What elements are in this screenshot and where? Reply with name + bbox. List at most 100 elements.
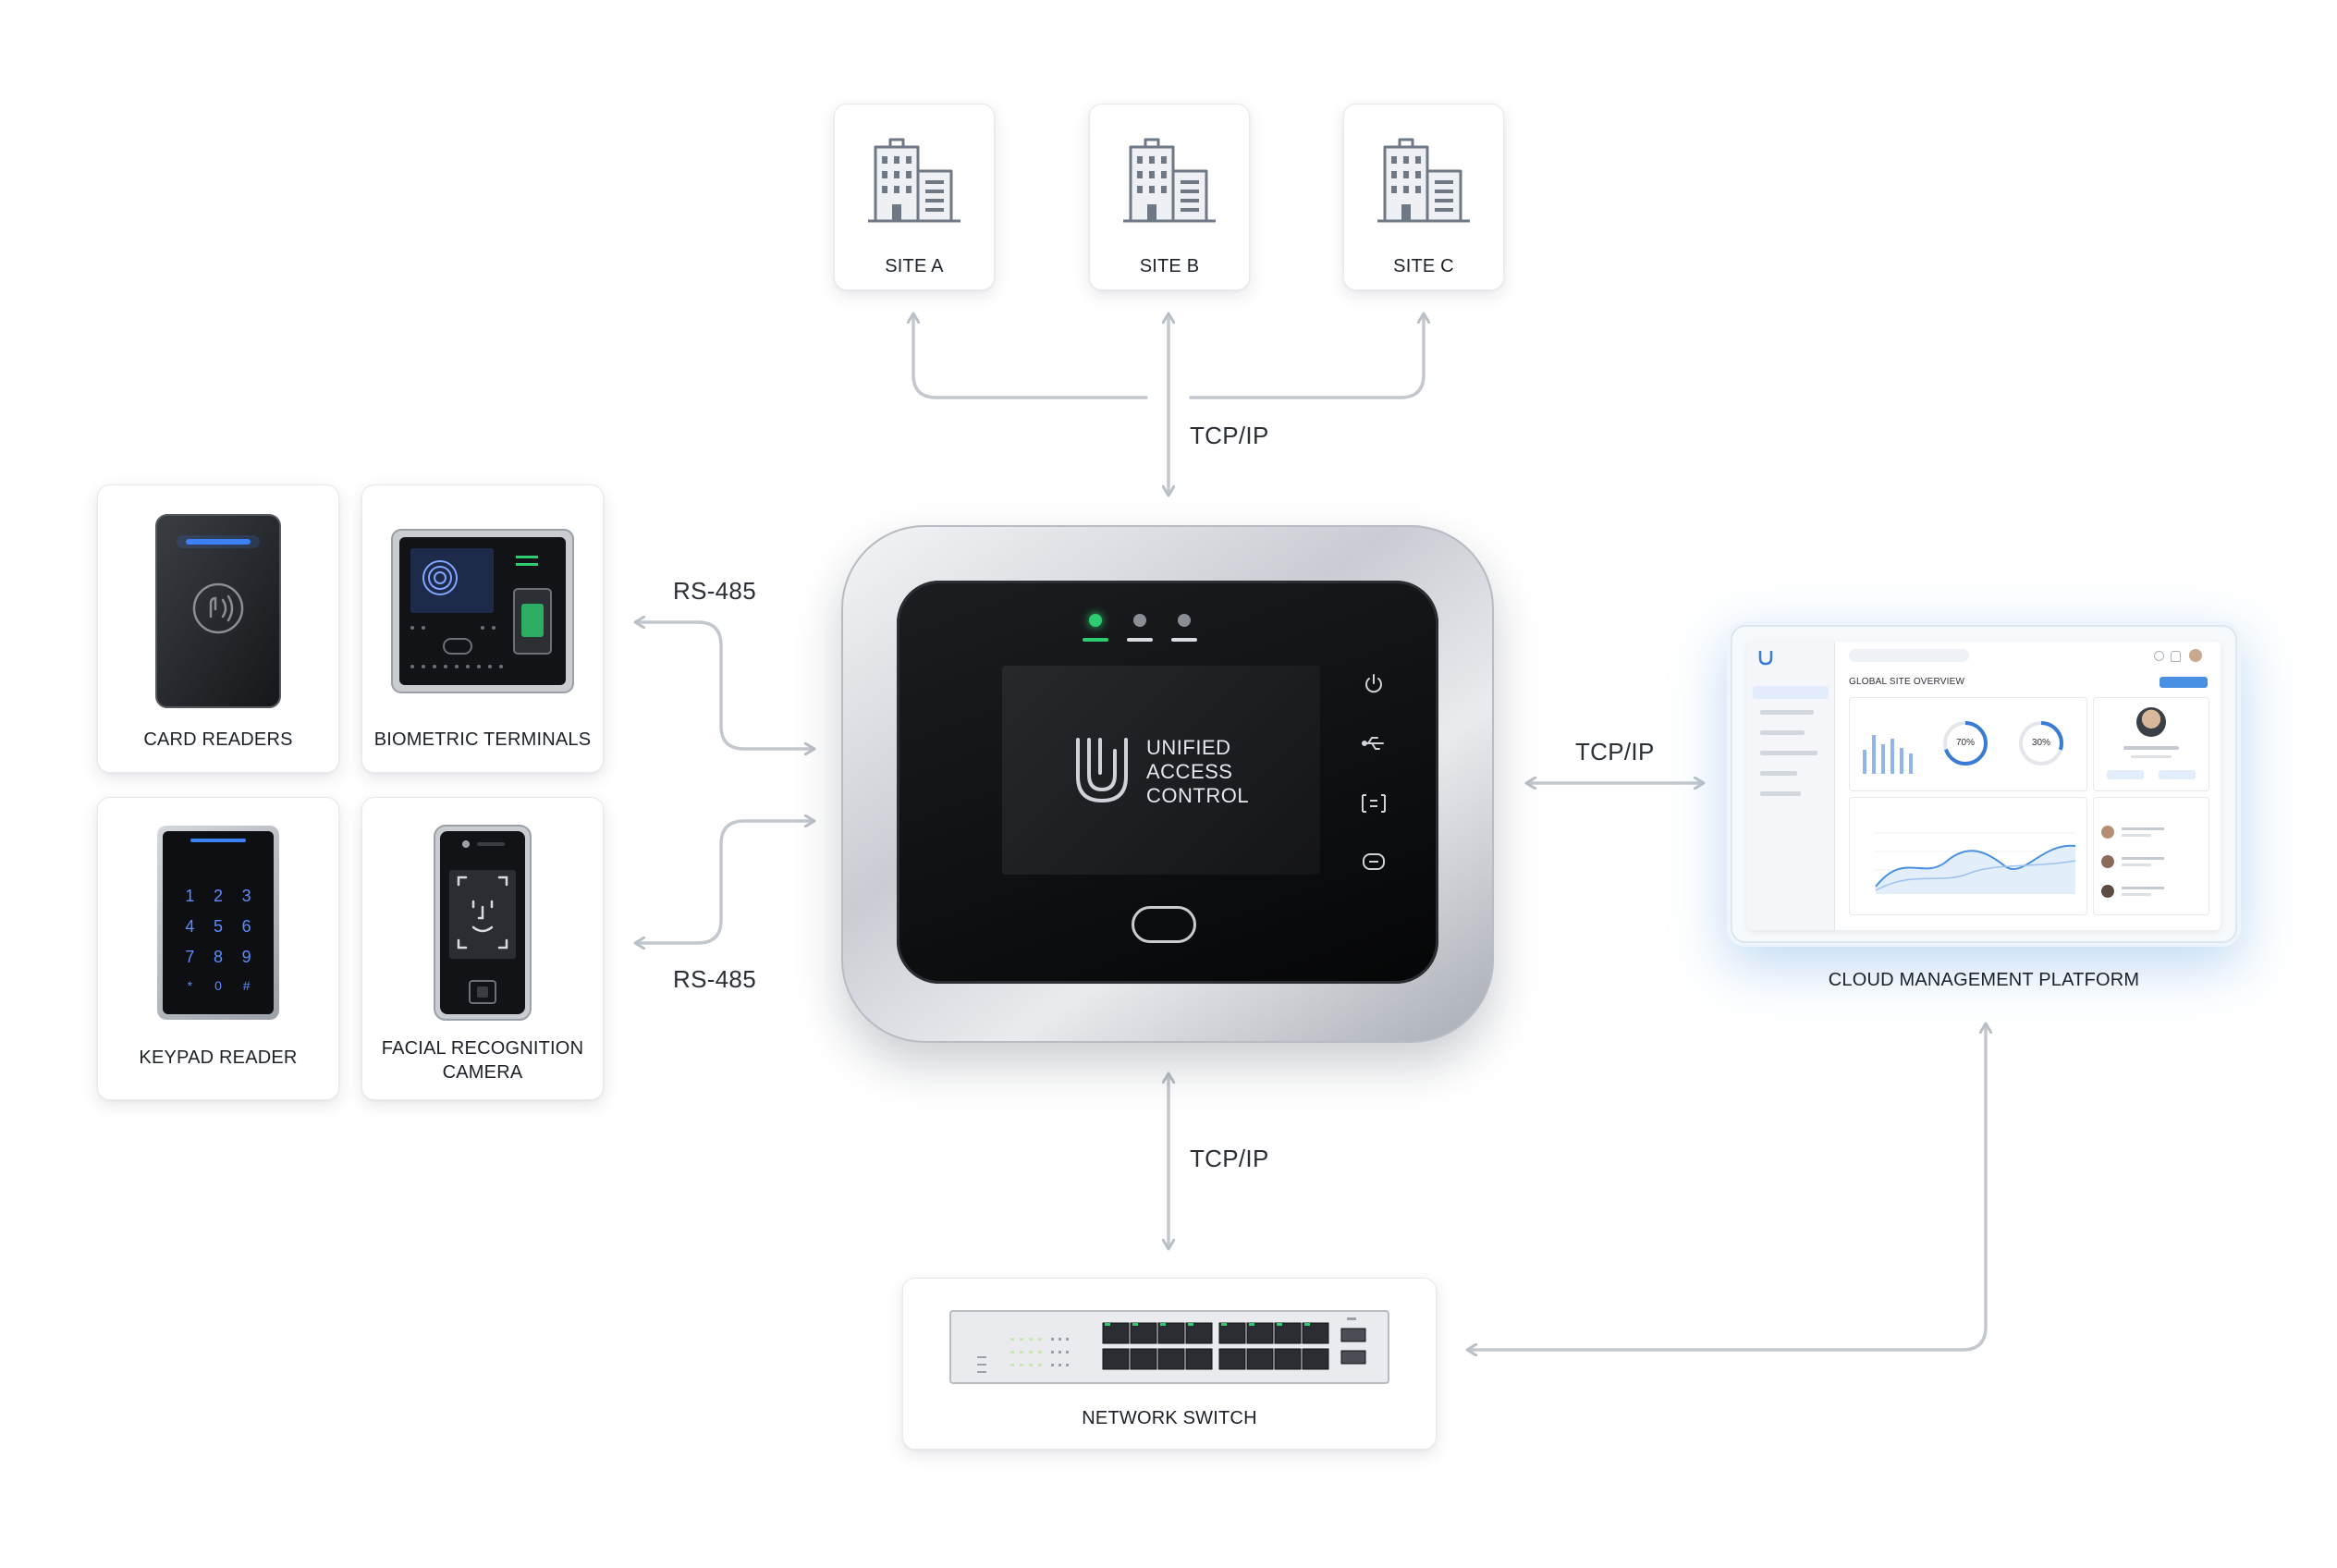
site-label: SITE B <box>1139 256 1200 276</box>
status-led <box>1133 614 1146 627</box>
keypad-key: 9 <box>241 948 251 966</box>
brand-line: UNIFIED <box>1146 736 1231 759</box>
user-row-avatar <box>2101 855 2114 868</box>
line-rs485-top <box>636 622 814 749</box>
user-row <box>2101 824 2201 842</box>
user-row-bar <box>2122 834 2151 837</box>
keypad-key: 1 <box>185 887 195 905</box>
keypad-face: 1 2 3 4 5 6 7 8 9 * 0 # <box>163 831 274 1014</box>
network-switch-card: NETWORK SWITCH <box>902 1278 1437 1450</box>
sidebar-item[interactable] <box>1760 730 1805 735</box>
line-site-a <box>913 314 1148 399</box>
keypad-key: 0 <box>214 978 222 993</box>
site-card-c: SITE C <box>1343 104 1504 290</box>
sidebar-item[interactable] <box>1760 771 1797 776</box>
unified-logo-icon <box>1076 738 1128 803</box>
keypad-led <box>190 839 246 842</box>
device-label: KEYPAD READER <box>139 1047 298 1068</box>
device-label: FACIAL RECOGNITION CAMERA <box>381 1038 584 1083</box>
keypad-key: 4 <box>185 917 195 936</box>
line-rs485-bottom <box>636 821 814 943</box>
settings-icon[interactable] <box>2154 651 2164 661</box>
keypad-reader-icon: 1 2 3 4 5 6 7 8 9 * 0 # <box>157 826 279 1020</box>
gauge-ring <box>1943 721 1988 766</box>
gauge-value: 30% <box>2031 738 2050 748</box>
user-row <box>2101 883 2201 901</box>
sidebar-item[interactable] <box>1760 710 1814 715</box>
keypad-key: 2 <box>213 887 223 905</box>
access-controller-device: UNIFIED ACCESS CONTROL <box>841 525 1494 1043</box>
device-card-keypad-reader: 1 2 3 4 5 6 7 8 9 * 0 # KEYPAD READER <box>97 797 339 1100</box>
biometric-terminal-icon <box>391 529 574 693</box>
user-row-bar <box>2122 827 2164 830</box>
status-led-green <box>1089 614 1102 627</box>
user-row-avatar <box>2101 826 2114 839</box>
label-cloud-tcpip: TCP/IP <box>1575 738 1655 766</box>
keypad-key: * <box>187 978 193 993</box>
device-label: CARD READERS <box>143 729 293 750</box>
trend-panel <box>1849 797 2087 915</box>
label-rs485-top: RS-485 <box>673 577 756 605</box>
power-icon[interactable] <box>1363 673 1385 695</box>
device-label: BIOMETRIC TERMINALS <box>373 729 592 750</box>
site-label: SITE C <box>1393 256 1454 276</box>
usb-icon <box>1362 737 1384 750</box>
brand-line: ACCESS <box>1146 760 1233 783</box>
profile-name-bar <box>2123 746 2179 750</box>
network-switch-icon <box>949 1310 1389 1384</box>
site-card-b: SITE B <box>1089 104 1250 290</box>
dashboard-search-input[interactable] <box>1849 649 1969 662</box>
keypad-key: 3 <box>241 887 251 905</box>
user-row-bar <box>2122 893 2151 896</box>
network-port-icon <box>1363 853 1385 870</box>
sidebar-item[interactable] <box>1760 791 1801 796</box>
profile-button[interactable] <box>2107 770 2144 779</box>
device-card-facial-recognition: FACIAL RECOGNITION CAMERA <box>361 797 604 1100</box>
cloud-dashboard-frame: GLOBAL SITE OVERVIEW 70% 30% <box>1731 625 2237 943</box>
logo-icon <box>1758 651 1773 666</box>
label-sites-tcpip: TCP/IP <box>1190 422 1269 449</box>
status-led-bar <box>1127 638 1153 642</box>
site-card-a: SITE A <box>834 104 995 290</box>
user-avatar[interactable] <box>2189 649 2202 662</box>
sidebar-item-active[interactable] <box>1753 686 1829 699</box>
dashboard-action-button[interactable] <box>2160 677 2208 688</box>
controller-bezel: UNIFIED ACCESS CONTROL <box>897 581 1438 984</box>
trend-line-chart <box>1874 832 2076 894</box>
label-rs485-bottom: RS-485 <box>673 965 756 993</box>
profile-role-bar <box>2131 755 2172 758</box>
building-icon <box>1123 138 1216 223</box>
brand-line: CONTROL <box>1146 784 1250 807</box>
profile-button[interactable] <box>2159 770 2196 779</box>
keypad-key: 5 <box>213 917 223 936</box>
user-row-bar <box>2122 864 2151 866</box>
display-port-icon <box>1362 794 1386 813</box>
user-row-avatar <box>2101 885 2114 898</box>
building-icon <box>868 138 960 223</box>
profile-panel <box>2093 697 2209 791</box>
status-led <box>1178 614 1191 627</box>
gauge-ring <box>2019 721 2063 766</box>
users-panel <box>2093 797 2209 915</box>
status-led-bar <box>1171 638 1197 642</box>
building-icon <box>1377 138 1470 223</box>
mini-bar-chart <box>1863 735 1913 774</box>
sidebar-item[interactable] <box>1760 751 1817 755</box>
card-reader-icon <box>155 514 281 708</box>
gauge-value: 70% <box>1955 738 1975 748</box>
stats-panel: 70% 30% <box>1849 697 2087 791</box>
notification-icon[interactable] <box>2171 651 2181 662</box>
dashboard-sidebar <box>1747 642 1835 930</box>
switch-label: NETWORK SWITCH <box>1082 1408 1257 1428</box>
keypad-keys: 1 2 3 4 5 6 7 8 9 * 0 # <box>176 887 261 993</box>
dashboard-title: GLOBAL SITE OVERVIEW <box>1849 677 1965 687</box>
home-button[interactable] <box>1132 906 1196 943</box>
line-switch-cloud <box>1468 1024 1986 1350</box>
cloud-label: CLOUD MANAGEMENT PLATFORM <box>1828 970 2140 990</box>
device-card-biometric-terminals: BIOMETRIC TERMINALS <box>361 484 604 773</box>
brand-text: UNIFIED ACCESS CONTROL <box>1146 736 1249 808</box>
status-led-bar-green <box>1083 638 1108 642</box>
line-site-c <box>1189 314 1424 399</box>
